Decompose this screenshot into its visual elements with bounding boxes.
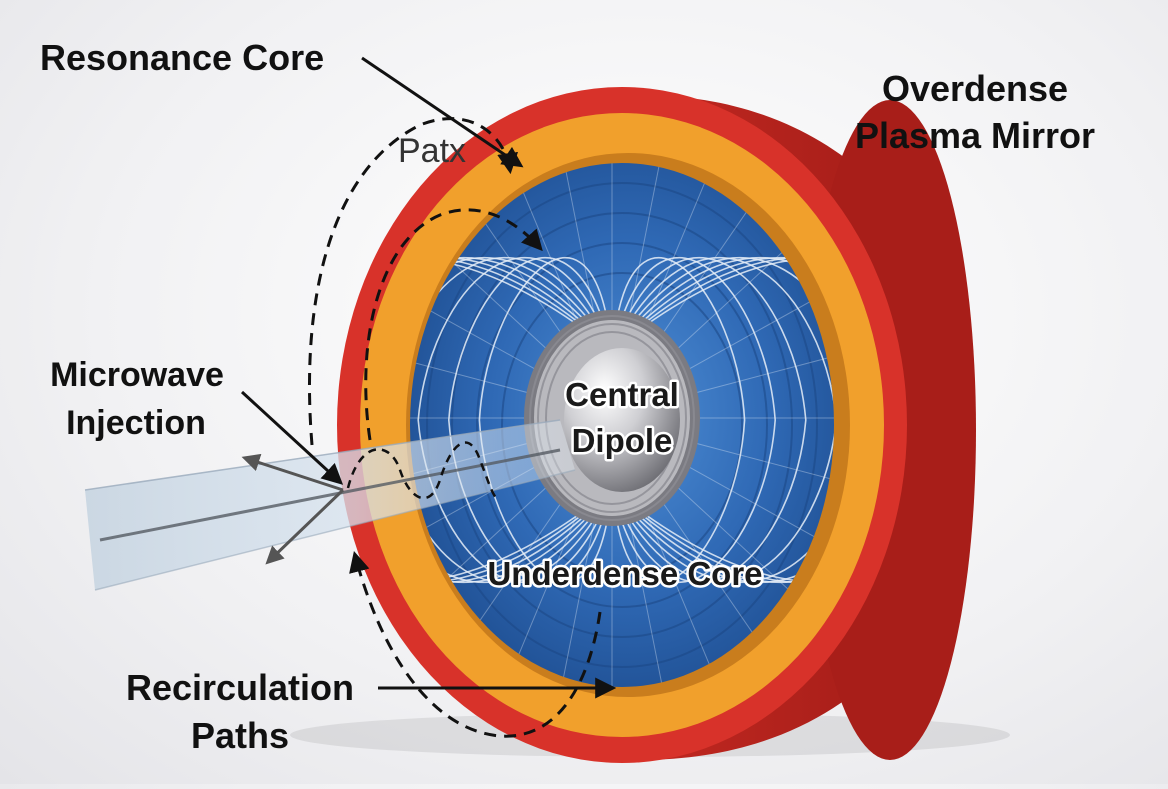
field-line [417, 257, 604, 583]
recirculation-dashed-path [349, 550, 602, 738]
radial-field-line [627, 163, 664, 326]
field-line [478, 256, 610, 584]
inner-concentric-rings [426, 182, 818, 668]
field-line [620, 257, 807, 583]
microwave-injection-arrow [240, 390, 344, 485]
microwave-label-line2: Injection [66, 404, 206, 442]
field-line [629, 256, 834, 584]
radial-field-line [511, 503, 583, 671]
radial-field-line [431, 476, 558, 593]
radial-field-line [468, 491, 569, 638]
radial-field-line [680, 355, 834, 398]
overdense-label-line1: Overdense [882, 68, 1068, 109]
microwave-label-line1: Microwave [50, 356, 224, 394]
radial-field-line [655, 491, 756, 638]
radial-field-line [680, 438, 834, 481]
underdense-core-label: Underdense Core [487, 555, 762, 592]
radial-field-line [666, 476, 793, 593]
radial-field-line [655, 198, 756, 345]
field-line [632, 256, 834, 584]
radial-field-line [641, 165, 713, 333]
central-dipole [524, 310, 700, 526]
field-line [617, 256, 777, 584]
recirculation-label-line2: Paths [191, 715, 289, 756]
radial-field-line [560, 163, 597, 326]
central-dipole-label-line2: Dipole [572, 422, 673, 459]
leader-arrows [240, 56, 617, 699]
field-line [614, 256, 746, 584]
field-line [623, 257, 834, 583]
resonance-dashed-paths [307, 117, 543, 446]
overdense-label-line2: Plasma Mirror [855, 115, 1095, 156]
radial-field-line [674, 458, 820, 540]
radial-field-line [674, 296, 820, 378]
radial-field-line [641, 503, 713, 671]
radial-field-line [511, 165, 583, 333]
wave-path [346, 441, 499, 501]
recirculation-label-line1: Recirculation [126, 667, 354, 708]
path-fragment-label: Patx [398, 132, 466, 170]
field-line [410, 257, 601, 583]
radial-field-line [560, 510, 597, 687]
radial-field-line [666, 243, 793, 360]
central-dipole-label-line1: Central [565, 376, 679, 413]
field-line [447, 256, 607, 584]
resonance-core-arrow [361, 56, 524, 168]
radial-field-line [627, 510, 664, 687]
resonance-core-label: Resonance Core [40, 37, 324, 78]
microwave-beam [84, 419, 576, 591]
field-line [626, 257, 834, 583]
